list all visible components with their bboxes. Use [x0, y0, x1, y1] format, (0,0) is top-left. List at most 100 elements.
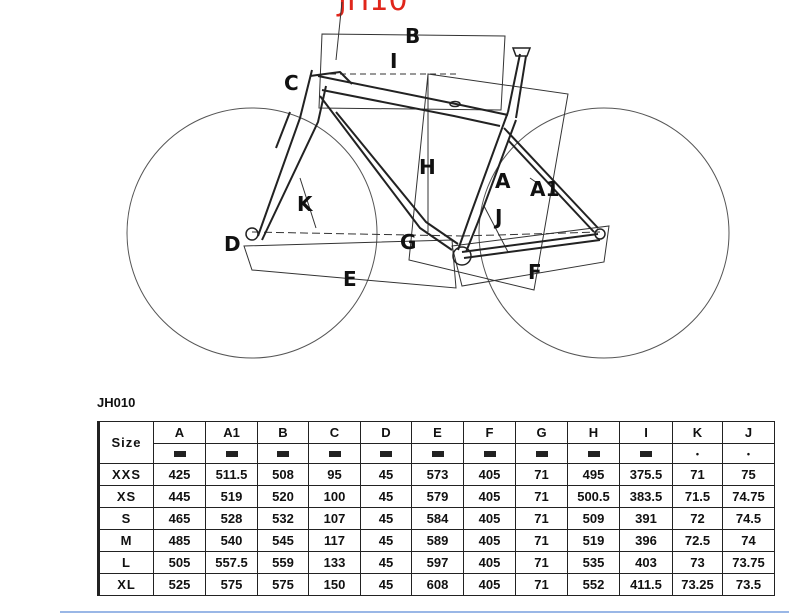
- label-I: I: [390, 49, 397, 73]
- value-cell: 405: [463, 463, 516, 486]
- value-cell: 405: [463, 529, 516, 552]
- frame-geometry-diagram: JH10: [126, 0, 730, 359]
- value-cell: 445: [153, 485, 206, 508]
- unit-mm-icon: [328, 451, 341, 458]
- value-cell: 405: [463, 551, 516, 574]
- value-cell: 575: [205, 573, 258, 596]
- value-cell: 45: [360, 529, 412, 552]
- size-label: XXS: [97, 463, 154, 486]
- unit-cell: [515, 443, 568, 464]
- value-cell: 117: [308, 529, 361, 552]
- unit-cell: [205, 443, 258, 464]
- value-cell: 405: [463, 507, 516, 530]
- unit-cell: [153, 443, 206, 464]
- value-cell: 72: [672, 507, 723, 530]
- value-cell: 573: [411, 463, 464, 486]
- unit-mm-icon: [173, 451, 186, 458]
- value-cell: 74: [722, 529, 775, 552]
- value-cell: 508: [257, 463, 309, 486]
- size-label: S: [97, 507, 154, 530]
- value-cell: 520: [257, 485, 309, 508]
- value-cell: 95: [308, 463, 361, 486]
- rear-wheel: [478, 107, 730, 359]
- unit-mm-icon: [277, 451, 289, 458]
- value-cell: 73.5: [722, 573, 775, 596]
- model-name: JH010: [97, 395, 136, 410]
- value-cell: 535: [567, 551, 620, 574]
- value-cell: 485: [153, 529, 206, 552]
- value-cell: 540: [205, 529, 258, 552]
- value-cell: 71: [515, 573, 568, 596]
- label-K: K: [297, 192, 314, 216]
- label-B: B: [405, 24, 420, 48]
- unit-mm-icon: [431, 451, 444, 458]
- header-h: H: [567, 421, 620, 444]
- value-cell: 100: [308, 485, 361, 508]
- value-cell: 495: [567, 463, 620, 486]
- value-cell: 71: [515, 529, 568, 552]
- value-cell: 405: [463, 485, 516, 508]
- value-cell: 375.5: [619, 463, 673, 486]
- unit-mm-icon: [587, 451, 600, 458]
- value-cell: 575: [257, 573, 309, 596]
- value-cell: 71: [515, 485, 568, 508]
- value-cell: 532: [257, 507, 309, 530]
- value-cell: 71: [515, 463, 568, 486]
- header-b: B: [257, 421, 309, 444]
- value-cell: 509: [567, 507, 620, 530]
- label-J: J: [493, 205, 502, 229]
- header-k: K: [672, 421, 723, 444]
- unit-mm-icon: [640, 451, 652, 458]
- unit-mm-icon: [483, 451, 496, 458]
- header-d: D: [360, 421, 412, 444]
- value-cell: 559: [257, 551, 309, 574]
- value-cell: 597: [411, 551, 464, 574]
- value-cell: 579: [411, 485, 464, 508]
- unit-cell: [360, 443, 412, 464]
- value-cell: 75: [722, 463, 775, 486]
- label-H: H: [419, 155, 436, 179]
- value-cell: 403: [619, 551, 673, 574]
- table-unit-row: ••: [99, 443, 775, 464]
- label-A: A: [495, 169, 511, 193]
- unit-mm-icon: [535, 451, 548, 458]
- value-cell: 552: [567, 573, 620, 596]
- unit-cell: [257, 443, 309, 464]
- unit-cell: [411, 443, 464, 464]
- value-cell: 45: [360, 551, 412, 574]
- value-cell: 73.75: [722, 551, 775, 574]
- value-cell: 500.5: [567, 485, 620, 508]
- value-cell: 74.75: [722, 485, 775, 508]
- value-cell: 74.5: [722, 507, 775, 530]
- value-cell: 73.25: [672, 573, 723, 596]
- header-i: I: [619, 421, 673, 444]
- label-G: G: [400, 230, 416, 254]
- header-size: Size: [97, 421, 154, 464]
- unit-cell: [308, 443, 361, 464]
- value-cell: 45: [360, 463, 412, 486]
- value-cell: 511.5: [205, 463, 258, 486]
- value-cell: 150: [308, 573, 361, 596]
- value-cell: 425: [153, 463, 206, 486]
- value-cell: 525: [153, 573, 206, 596]
- diagram-title: JH10: [336, 0, 408, 18]
- bike-frame: [257, 53, 601, 259]
- size-label: L: [97, 551, 154, 574]
- unit-cell: [567, 443, 620, 464]
- size-label: XL: [97, 573, 154, 596]
- unit-cell: [463, 443, 516, 464]
- value-cell: 584: [411, 507, 464, 530]
- value-cell: 71: [515, 551, 568, 574]
- header-a: A: [153, 421, 206, 444]
- value-cell: 528: [205, 507, 258, 530]
- value-cell: 608: [411, 573, 464, 596]
- unit-cell: [619, 443, 673, 464]
- value-cell: 405: [463, 573, 516, 596]
